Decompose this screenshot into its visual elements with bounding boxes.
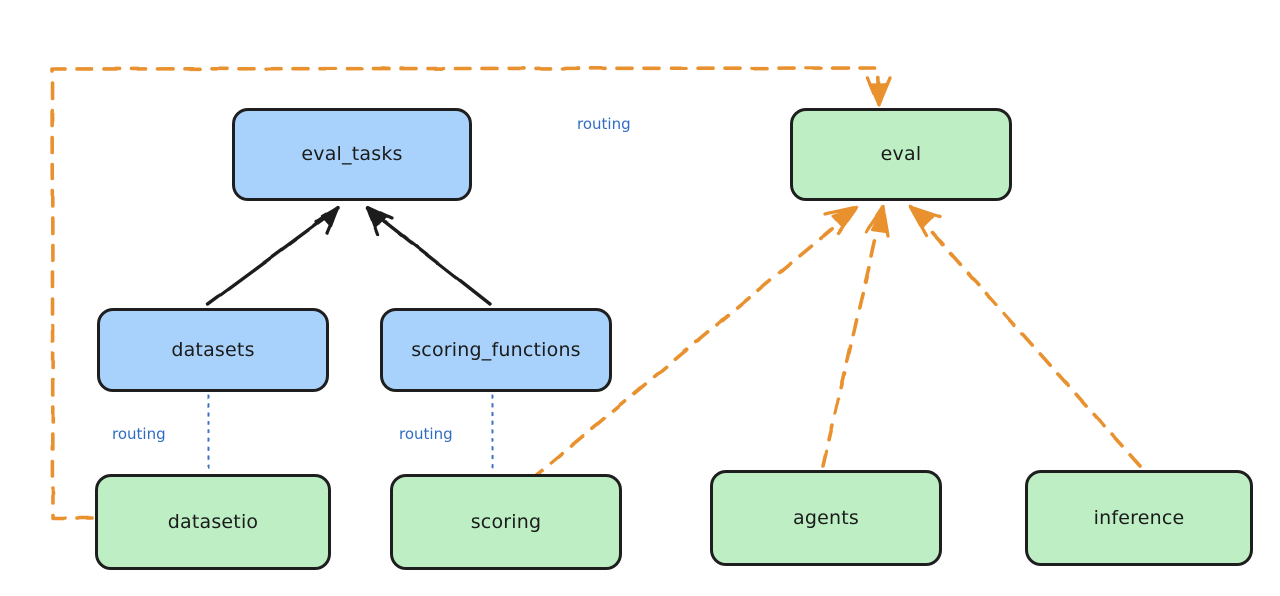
edge-label-routing-eval: routing	[577, 115, 631, 133]
node-label: scoring	[470, 510, 542, 533]
node-scoring[interactable]: scoring	[390, 474, 622, 570]
edge-scoring_functions-scoring	[490, 394, 495, 472]
node-label: agents	[793, 506, 859, 529]
node-label: eval	[880, 143, 922, 165]
node-scoring_functions[interactable]: scoring_functions	[380, 308, 612, 392]
edge-label-routing-datasetio: routing	[112, 425, 166, 443]
edge-label-routing-scoring: routing	[399, 425, 453, 443]
node-label: eval_tasks	[301, 143, 403, 165]
node-inference[interactable]: inference	[1025, 470, 1253, 566]
edge-inference-eval	[908, 205, 1142, 468]
edge-datasets-datasetio	[206, 394, 211, 472]
node-agents[interactable]: agents	[710, 470, 942, 566]
edge-datasets-eval_tasks	[206, 205, 340, 306]
node-label: inference	[1093, 506, 1185, 529]
node-datasets[interactable]: datasets	[97, 308, 329, 392]
edge-scoring_functions-eval_tasks	[366, 205, 492, 306]
node-label: datasetio	[167, 510, 259, 533]
node-label: datasets	[171, 338, 255, 361]
node-label: scoring_functions	[411, 338, 581, 361]
node-datasetio[interactable]: datasetio	[95, 474, 331, 570]
node-eval_tasks[interactable]: eval_tasks	[232, 108, 472, 201]
node-eval[interactable]: eval	[790, 108, 1012, 201]
edge-agents-eval	[821, 205, 890, 468]
